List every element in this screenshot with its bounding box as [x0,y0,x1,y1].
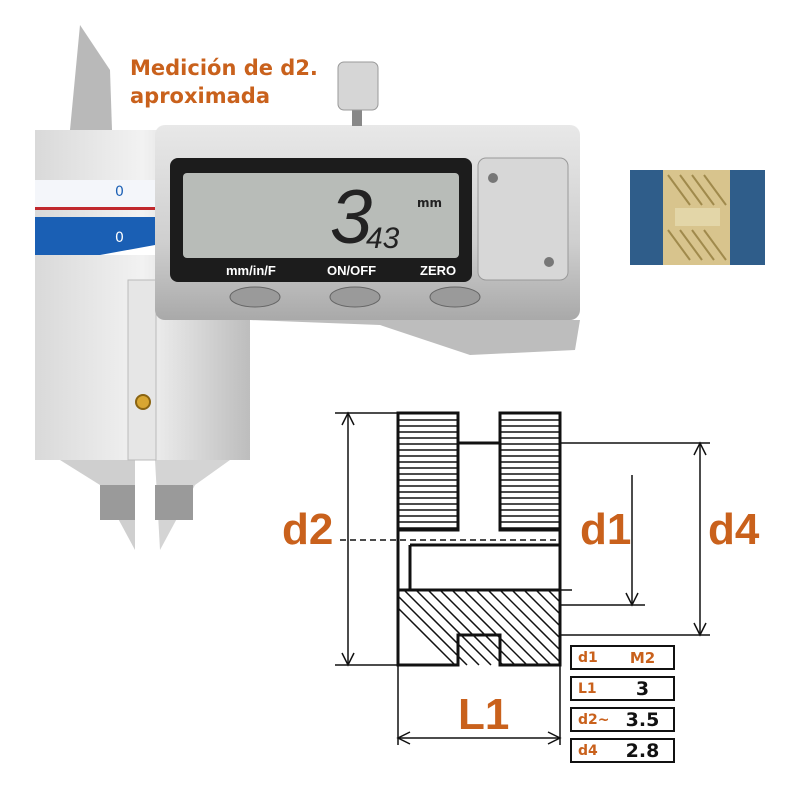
spec-key: d4 [578,743,598,759]
hatch-line [535,589,561,615]
mode-button-label: mm/in/F [226,263,276,278]
hatch-line [439,589,516,666]
label-d2: d2 [282,505,334,554]
spec-row-d2: d2~ 3.5 [570,707,675,732]
hatch-line [451,589,528,666]
zero-button-label: ZERO [420,263,457,278]
spec-row-d4: d4 2.8 [570,738,675,763]
hatch-line [403,589,480,666]
upper-jaw [70,25,112,130]
hatch-line [397,607,456,666]
hatch-line [415,589,492,666]
spec-value: 3.5 [625,709,660,731]
label-d4: d4 [708,505,760,554]
scale-strip [35,180,155,210]
hatch-line [475,589,552,666]
lcd-reading-main: 3 [330,175,373,260]
spec-value: M2 [629,649,656,667]
lcd-reading-decimals: 43 [366,222,400,255]
power-button-label: ON/OFF [327,263,377,278]
caption-line-2: aproximada [130,84,270,108]
hatch-line [463,589,540,666]
caption-line-1: Medición de d2. [130,56,318,80]
mode-button [229,286,281,308]
insert-cross-section [396,411,562,667]
hatch-line [397,595,468,666]
hatch-line [487,589,561,663]
spec-row-L1: L1 3 [570,676,675,701]
dimension-lines [335,411,710,745]
lcd-screen [183,173,459,258]
spec-row-d1: d1 M2 [570,645,675,670]
spec-value: 3 [635,678,650,700]
spec-key: d2~ [578,712,610,728]
hatch-line [511,589,561,639]
label-d1: d1 [580,505,632,554]
zero-button [429,286,481,308]
scale-mark-bottom: 0 [115,230,124,246]
spec-key: d1 [578,650,598,666]
hatch-line [427,589,504,666]
measurement-caption: Medición de d2. aproximada [130,54,318,110]
brass-insert-sample [135,394,151,410]
spec-value: 2.8 [625,740,660,762]
hatch-line [523,589,561,627]
scale-mark-top: 0 [115,184,124,200]
lcd-unit: mm [417,196,443,210]
hatch-line [547,589,561,603]
power-button [329,286,381,308]
label-L1: L1 [458,690,510,739]
hatch-line [499,589,561,651]
spec-key: L1 [578,681,597,697]
